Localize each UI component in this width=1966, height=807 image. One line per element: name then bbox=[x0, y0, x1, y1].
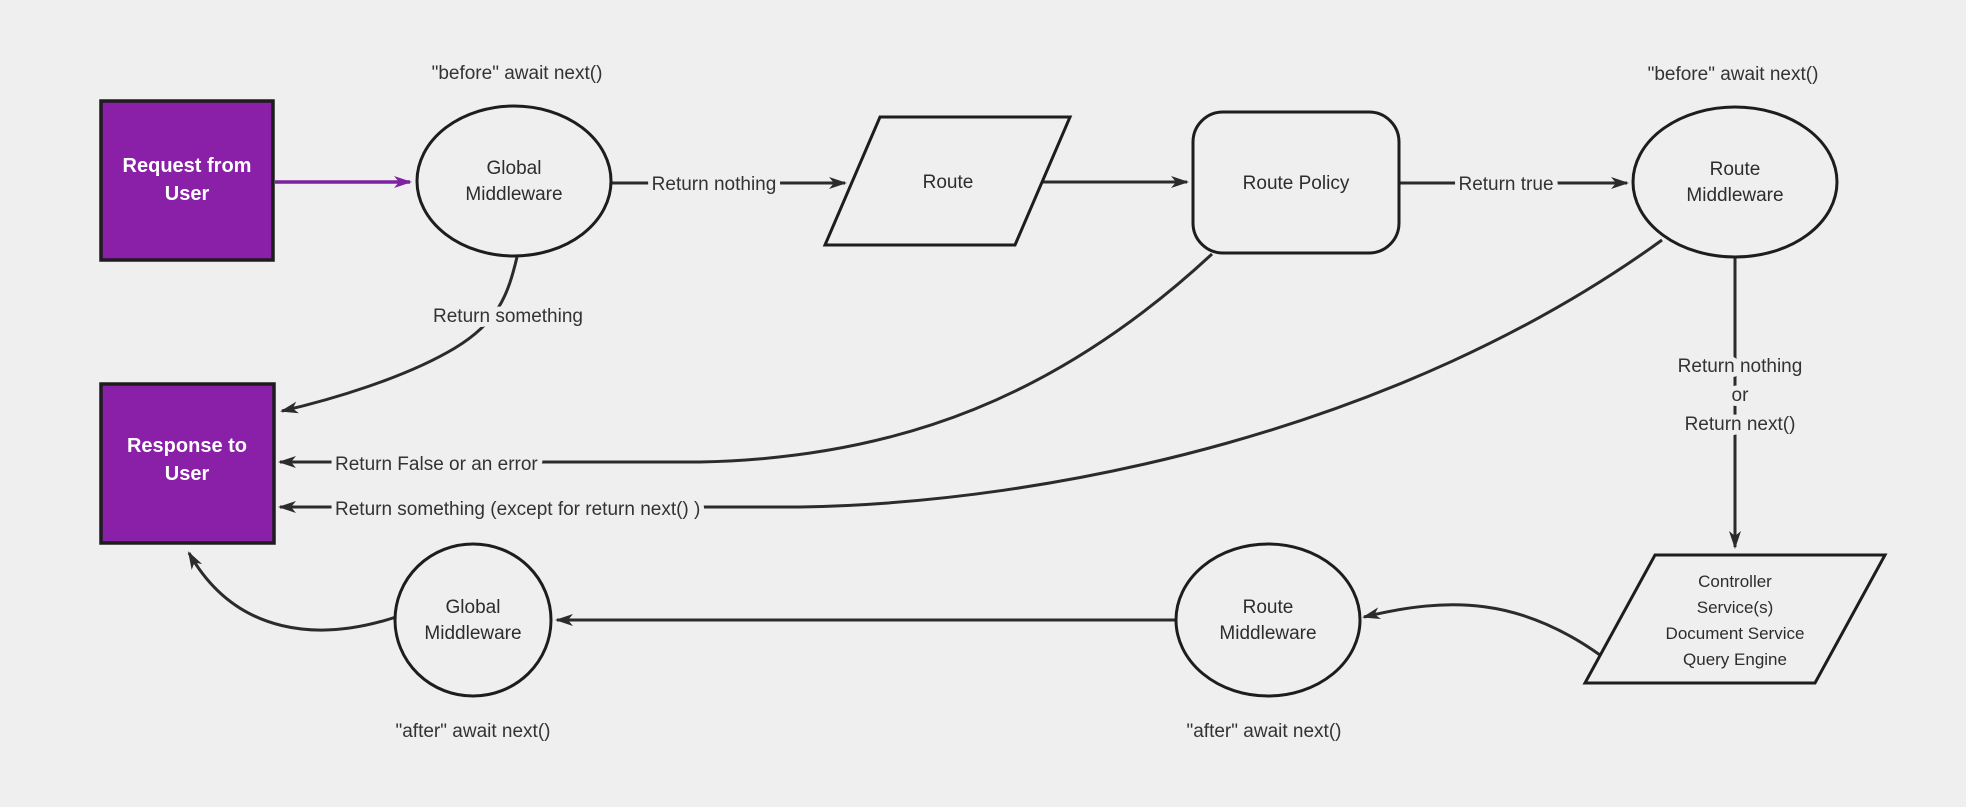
node-response-to-user: Response to User bbox=[99, 382, 276, 545]
route-middleware-top-label-line1: Route bbox=[1710, 159, 1761, 180]
route-middleware-bottom-ellipse bbox=[1174, 542, 1362, 698]
route-policy-label: Route Policy bbox=[1243, 173, 1350, 194]
response-to-user-label-line1: Response to bbox=[127, 435, 247, 457]
node-route-middleware-top: Route Middleware bbox=[1631, 105, 1839, 259]
response-to-user-label-line2: User bbox=[165, 463, 210, 485]
edge-global-middleware-bottom-to-response bbox=[187, 551, 397, 632]
route-parallelogram bbox=[822, 115, 1073, 247]
label-after-await-next-bottom-right: "after" await next() bbox=[1187, 721, 1342, 742]
global-middleware-bottom-label-line2: Middleware bbox=[424, 623, 521, 644]
label-return-nothing-or-next-line3: Return next() bbox=[1685, 414, 1796, 435]
edge-controller-to-route-middleware-bottom bbox=[1362, 603, 1601, 657]
label-return-true: Return true bbox=[1458, 174, 1553, 195]
global-middleware-top-label-line1: Global bbox=[487, 158, 542, 179]
route-middleware-top-label-line2: Middleware bbox=[1686, 185, 1783, 206]
label-return-false-or-error: Return False or an error bbox=[335, 454, 538, 475]
global-middleware-top-ellipse bbox=[415, 104, 613, 258]
label-return-something: Return something bbox=[433, 306, 583, 327]
controller-label-line3: Document Service bbox=[1666, 624, 1805, 643]
node-request-from-user: Request from User bbox=[99, 99, 275, 262]
label-after-await-next-bottom-left: "after" await next() bbox=[396, 721, 551, 742]
response-to-user-box bbox=[99, 382, 276, 545]
controller-parallelogram bbox=[1582, 553, 1888, 685]
edge-route-middleware-return-something-to-response bbox=[278, 238, 1663, 513]
label-return-nothing-or-next-line1: Return nothing bbox=[1678, 356, 1803, 377]
node-route-middleware-bottom: Route Middleware bbox=[1174, 542, 1362, 698]
node-route-policy: Route Policy bbox=[1191, 110, 1401, 255]
label-return-something-except: Return something (except for return next… bbox=[335, 499, 700, 520]
controller-label-line1: Controller bbox=[1698, 572, 1772, 591]
node-global-middleware-bottom: Global Middleware bbox=[393, 542, 553, 698]
global-middleware-bottom-ellipse bbox=[393, 542, 553, 698]
global-middleware-bottom-label-line1: Global bbox=[446, 597, 501, 618]
node-global-middleware-top: Global Middleware bbox=[415, 104, 613, 258]
label-before-await-next-top-right: "before" await next() bbox=[1648, 64, 1819, 85]
request-from-user-label-line2: User bbox=[165, 183, 210, 205]
node-route: Route bbox=[822, 115, 1073, 247]
request-from-user-label-line1: Request from bbox=[123, 155, 252, 177]
request-from-user-box bbox=[99, 99, 275, 262]
route-middleware-bottom-label-line1: Route bbox=[1243, 597, 1294, 618]
route-middleware-top-ellipse bbox=[1631, 105, 1839, 259]
edge-route-policy-return-false-to-response bbox=[278, 252, 1214, 468]
global-middleware-top-label-line2: Middleware bbox=[465, 184, 562, 205]
node-controller-services: Controller Service(s) Document Service Q… bbox=[1582, 553, 1888, 685]
controller-label-line4: Query Engine bbox=[1683, 650, 1787, 669]
edge-global-middleware-return-something-to-response bbox=[280, 256, 519, 414]
route-middleware-bottom-label-line2: Middleware bbox=[1219, 623, 1316, 644]
route-policy-rect bbox=[1191, 110, 1401, 255]
label-before-await-next-top-left: "before" await next() bbox=[432, 63, 603, 84]
controller-label-line2: Service(s) bbox=[1697, 598, 1774, 617]
label-return-nothing: Return nothing bbox=[652, 174, 777, 195]
label-return-nothing-or-next-line2: or bbox=[1732, 385, 1750, 406]
route-label: Route bbox=[923, 172, 974, 193]
